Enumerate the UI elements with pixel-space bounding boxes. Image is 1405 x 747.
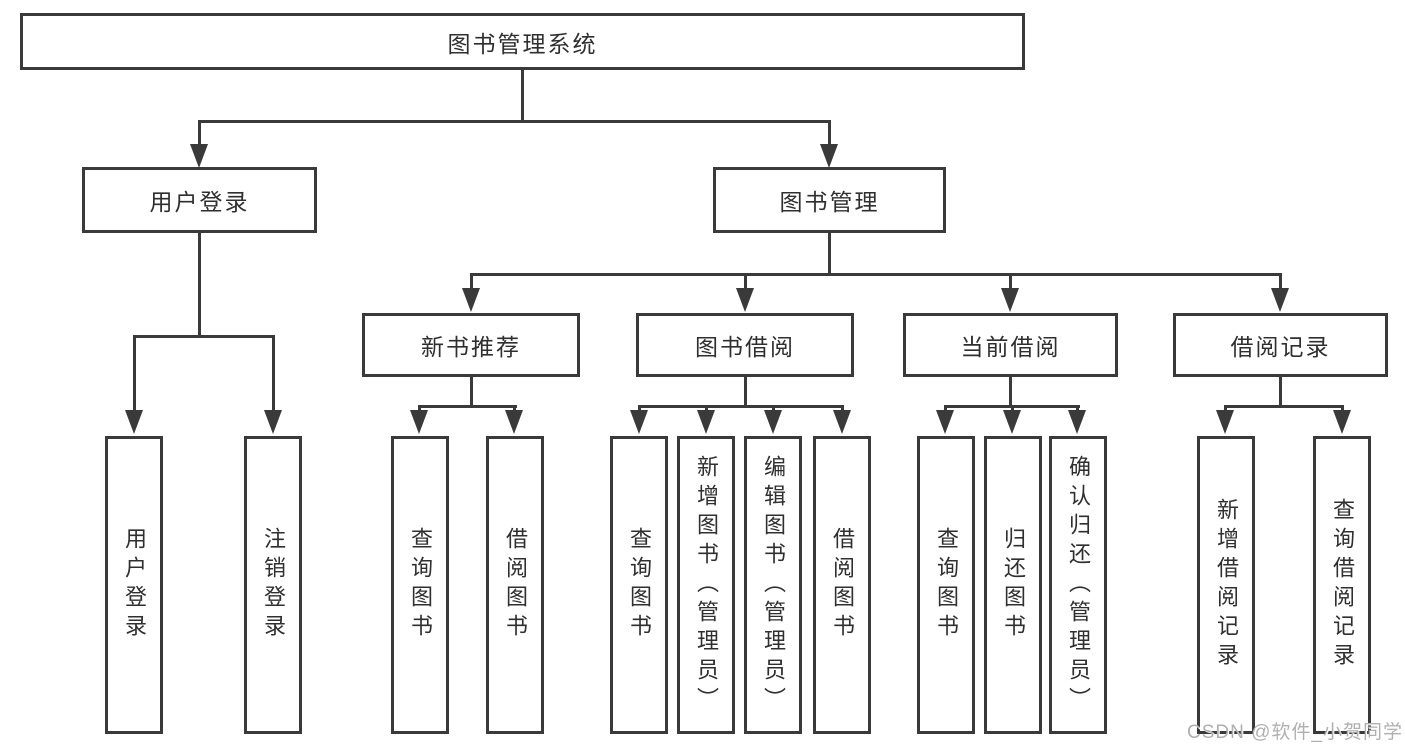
leaf-borrow-books-recommend: 借阅图书 (486, 436, 544, 734)
arrowhead-icon (1003, 410, 1021, 434)
connector-borrow-rail (638, 405, 844, 408)
leaf-label: 确认归还（管理员） (1066, 454, 1091, 716)
leaf-label: 归还图书 (1001, 527, 1026, 643)
leaf-label: 查询借阅记录 (1330, 498, 1355, 672)
node-book-management: 图书管理 (713, 167, 946, 233)
arrowhead-icon (833, 410, 851, 434)
connector-arrow-stem (1009, 275, 1012, 290)
leaf-label: 编辑图书（管理员） (761, 454, 786, 716)
connector-arrow-stem (744, 275, 747, 290)
leaf-label: 新增借阅记录 (1214, 498, 1239, 672)
arrowhead-icon (764, 410, 782, 434)
node-current-borrow: 当前借阅 (903, 313, 1118, 377)
connector-arrow-stem (272, 337, 275, 412)
leaf-label: 查询图书 (934, 527, 959, 643)
leaf-label: 查询图书 (627, 527, 652, 643)
connector-recommend-stem (470, 377, 473, 406)
connector-bookmgmt-rail (470, 273, 1282, 276)
arrowhead-icon (505, 410, 523, 434)
node-label: 图书借阅 (695, 334, 795, 360)
leaf-borrow-books: 借阅图书 (813, 436, 871, 734)
node-label: 当前借阅 (960, 334, 1061, 360)
arrowhead-icon (1271, 288, 1289, 312)
node-label: 借阅记录 (1230, 334, 1331, 360)
arrowhead-icon (630, 410, 648, 434)
arrowhead-icon (190, 144, 208, 168)
leaf-search-books-recommend: 查询图书 (391, 436, 449, 734)
connector-userlogin-stem (198, 233, 201, 337)
connector-bookmgmt-stem (828, 233, 831, 276)
leaf-label: 查询图书 (408, 527, 433, 643)
arrowhead-icon (410, 410, 428, 434)
arrowhead-icon (264, 410, 282, 434)
csdn-watermark: CSDN @软件_小贺同学 (1187, 722, 1403, 743)
node-user-login: 用户登录 (82, 167, 317, 233)
node-label: 新书推荐 (421, 334, 521, 360)
connector-borrow-stem (744, 377, 747, 406)
leaf-label: 注销登录 (261, 527, 286, 643)
connector-arrow-stem (470, 275, 473, 290)
leaf-user-login: 用户登录 (105, 436, 163, 734)
node-label: 图书管理 (779, 189, 880, 215)
node-borrow-records: 借阅记录 (1173, 313, 1388, 377)
node-label: 用户登录 (149, 189, 250, 215)
arrowhead-icon (1001, 288, 1019, 312)
arrowhead-icon (936, 410, 954, 434)
arrowhead-icon (1068, 410, 1086, 434)
connector-userlogin-rail (133, 335, 275, 338)
connector-recommend-rail (418, 405, 517, 408)
arrowhead-icon (697, 410, 715, 434)
connector-root-stem (521, 70, 524, 120)
arrowhead-icon (1333, 410, 1351, 434)
leaf-add-borrow-record: 新增借阅记录 (1197, 436, 1255, 734)
node-book-borrow: 图书借阅 (636, 313, 854, 377)
leaf-return-books: 归还图书 (984, 436, 1042, 734)
arrowhead-icon (462, 288, 480, 312)
arrowhead-icon (125, 410, 143, 434)
arrowhead-icon (1216, 410, 1234, 434)
node-new-book-recommend: 新书推荐 (362, 313, 580, 377)
connector-current-stem (1009, 377, 1012, 406)
leaf-label: 借阅图书 (503, 527, 528, 643)
leaf-confirm-return-admin: 确认归还（管理员） (1049, 436, 1107, 734)
leaf-label: 新增图书（管理员） (694, 454, 719, 716)
connector-arrow-stem (1279, 275, 1282, 290)
node-root: 图书管理系统 (20, 13, 1025, 70)
leaf-search-books-borrow: 查询图书 (610, 436, 668, 734)
leaf-add-book-admin: 新增图书（管理员） (677, 436, 735, 734)
node-label: 图书管理系统 (447, 30, 598, 57)
connector-records-rail (1224, 405, 1344, 408)
leaf-search-borrow-record: 查询借阅记录 (1313, 436, 1371, 734)
connector-arrow-stem (828, 122, 831, 146)
leaf-logout: 注销登录 (244, 436, 302, 734)
connector-records-stem (1279, 377, 1282, 406)
arrowhead-icon (736, 288, 754, 312)
arrowhead-icon (820, 144, 838, 168)
leaf-search-books-current: 查询图书 (917, 436, 975, 734)
connector-root-rail (198, 120, 831, 123)
connector-arrow-stem (133, 337, 136, 412)
leaf-label: 用户登录 (122, 527, 147, 643)
leaf-label: 借阅图书 (830, 527, 855, 643)
leaf-edit-book-admin: 编辑图书（管理员） (744, 436, 802, 734)
connector-arrow-stem (198, 122, 201, 146)
